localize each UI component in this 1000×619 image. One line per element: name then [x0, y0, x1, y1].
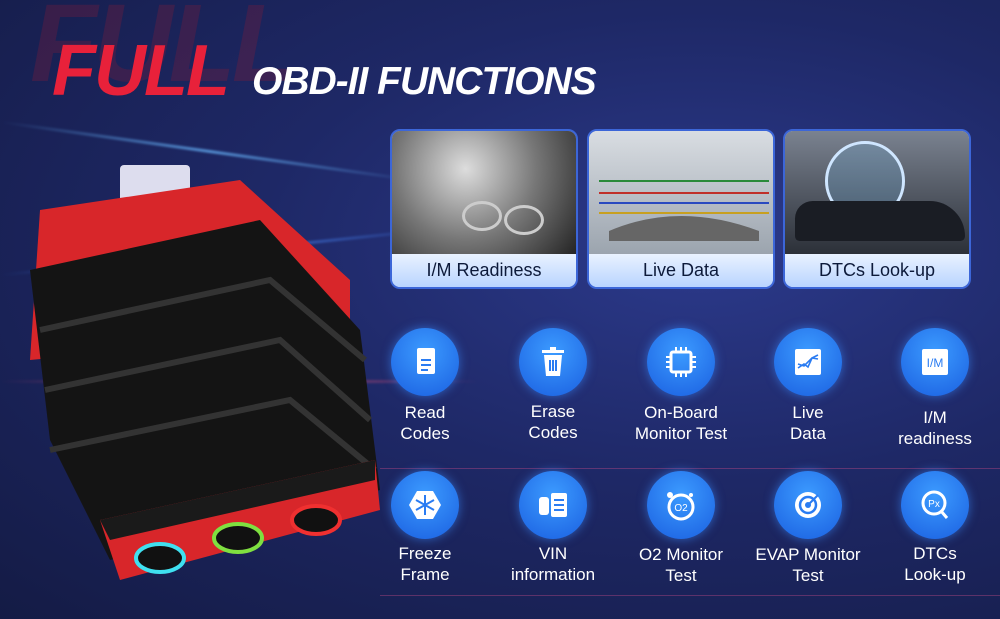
svg-text:Px: Px	[928, 499, 940, 510]
feature-card-dtcs-lookup: DTCs Look-up	[783, 129, 971, 289]
svg-text:O2: O2	[674, 503, 688, 514]
headline-ghost: FULL	[30, 0, 299, 105]
o2-icon: O2	[647, 471, 715, 539]
grid-line	[380, 595, 1000, 596]
chip-icon	[647, 328, 715, 396]
feature-card-live-data: Live Data	[587, 129, 775, 289]
im-icon: I/M	[901, 328, 969, 396]
vin-icon	[519, 471, 587, 539]
evap-icon	[774, 471, 842, 539]
svg-text:I/M: I/M	[927, 356, 944, 370]
graph-icon	[774, 328, 842, 396]
read-codes-icon	[391, 328, 459, 396]
card-label: Live Data	[589, 254, 773, 287]
snowflake-icon	[391, 471, 459, 539]
dtc-search-icon: Px	[901, 471, 969, 539]
card-label: I/M Readiness	[392, 254, 576, 287]
grid-line	[380, 468, 1000, 469]
headline-title: OBD-II FUNCTIONS	[252, 60, 597, 103]
exhaust-smoke-image	[392, 131, 576, 257]
car-with-graph-image	[589, 131, 773, 257]
trash-icon	[519, 328, 587, 396]
car-magnifier-image	[785, 131, 969, 257]
obd-device-image	[30, 165, 380, 580]
card-label: DTCs Look-up	[785, 254, 969, 287]
headline-highlight: FULL	[52, 31, 230, 111]
feature-card-im-readiness: I/M Readiness	[390, 129, 578, 289]
